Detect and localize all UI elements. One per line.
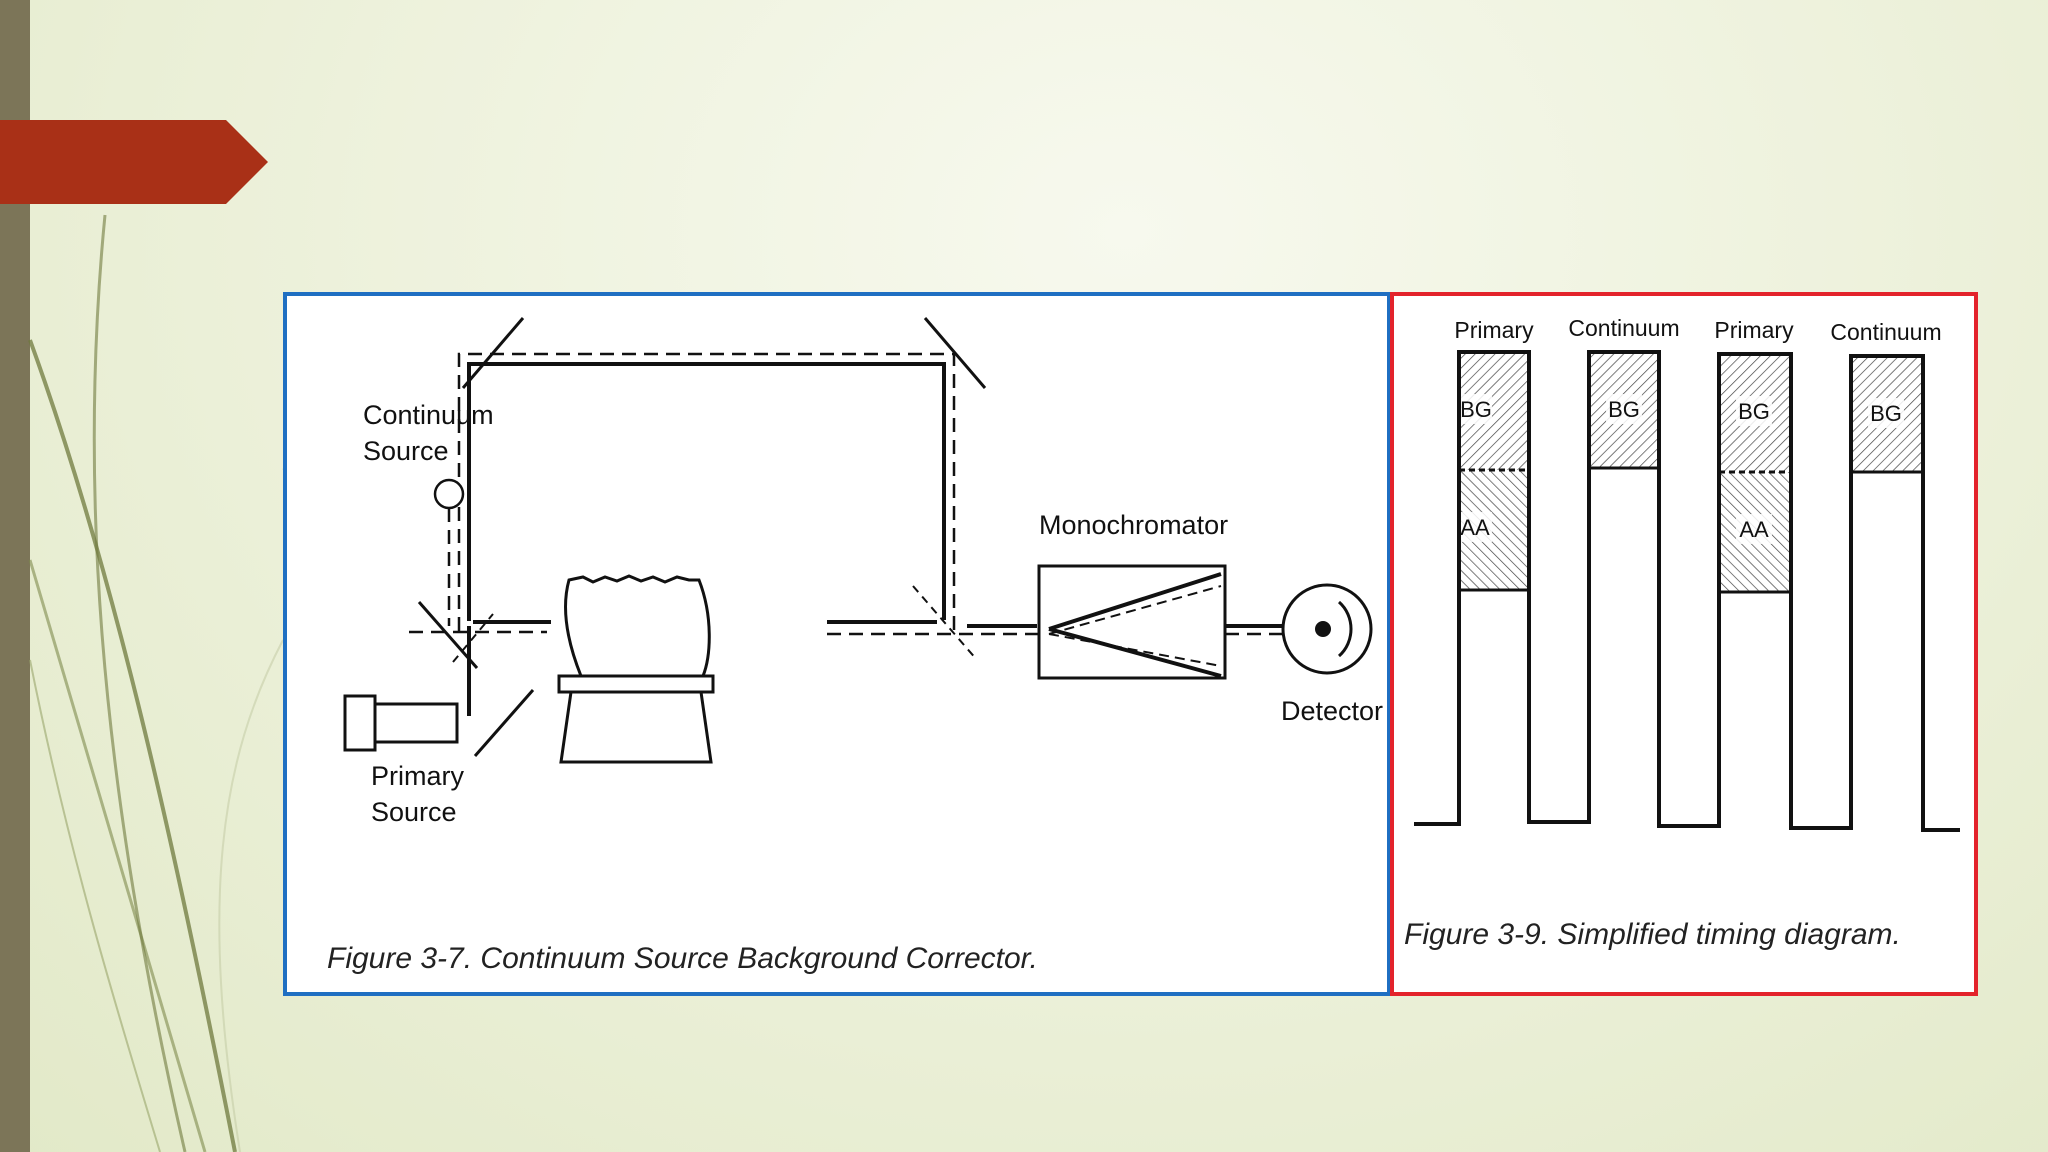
primary-mirror: [473, 689, 535, 757]
monochromator-label: Monochromator: [1039, 510, 1228, 540]
figure-3-9-caption: Figure 3-9. Simplified timing diagram.: [1404, 918, 1901, 951]
bg-label: BG: [1608, 397, 1640, 422]
continuum-source-label-1: Continuum: [363, 400, 494, 430]
background-corrector-diagram: Continuum Source Primary Source Monochro…: [327, 317, 1383, 975]
beam-splitter-right: [912, 585, 978, 661]
timing-header-continuum-2: Continuum: [1830, 319, 1941, 345]
primary-source-label-2: Source: [371, 797, 457, 827]
burner-base: [559, 690, 713, 764]
primary-source-lamp: [373, 702, 459, 744]
red-tab-shape: [0, 120, 268, 204]
timing-header-continuum-1: Continuum: [1568, 315, 1679, 341]
primary-source-cap: [343, 694, 377, 752]
timing-header-primary-1: Primary: [1454, 317, 1534, 343]
decorative-swooshes: [28, 214, 300, 1152]
mono-ray-lower-dashed: [1048, 633, 1222, 667]
mono-ray-upper: [1048, 572, 1222, 631]
continuum-source-lamp: [433, 478, 465, 510]
detector-label: Detector: [1281, 696, 1383, 726]
detector-element: [1315, 621, 1331, 637]
beam-splitter-left: [452, 613, 494, 663]
continuum-source-label-2: Source: [363, 436, 449, 466]
timing-pulse-primary-1: BG AA: [1458, 352, 1529, 592]
sample-cell: [564, 574, 711, 678]
bg-label: BG: [1460, 397, 1492, 422]
red-title-tab: [0, 120, 268, 204]
timing-square-wave: [1414, 350, 1960, 832]
bg-label: BG: [1738, 399, 1770, 424]
figure-3-7-caption: Figure 3-7. Continuum Source Background …: [327, 942, 1038, 975]
detector-window: [1337, 600, 1353, 658]
burner-plate: [557, 674, 715, 694]
timing-pulse-primary-2: BG AA: [1719, 354, 1791, 594]
primary-source-label-1: Primary: [371, 761, 464, 791]
aa-label: AA: [1460, 515, 1490, 540]
timing-pulse-continuum-1: BG: [1589, 352, 1659, 470]
figure-background-corrector: Continuum Source Primary Source Monochro…: [283, 292, 1391, 996]
mono-ray-lower: [1048, 627, 1222, 678]
bg-label: BG: [1870, 401, 1902, 426]
timing-diagram: Primary Continuum Primary Continuum BG A…: [1404, 315, 1960, 951]
aa-label: AA: [1739, 517, 1769, 542]
mono-ray-upper-dashed: [1048, 585, 1222, 635]
continuum-mirror: [417, 601, 479, 669]
timing-pulse-continuum-2: BG: [1851, 356, 1923, 474]
figure-timing-diagram: Primary Continuum Primary Continuum BG A…: [1390, 292, 1978, 996]
timing-header-primary-2: Primary: [1714, 317, 1794, 343]
